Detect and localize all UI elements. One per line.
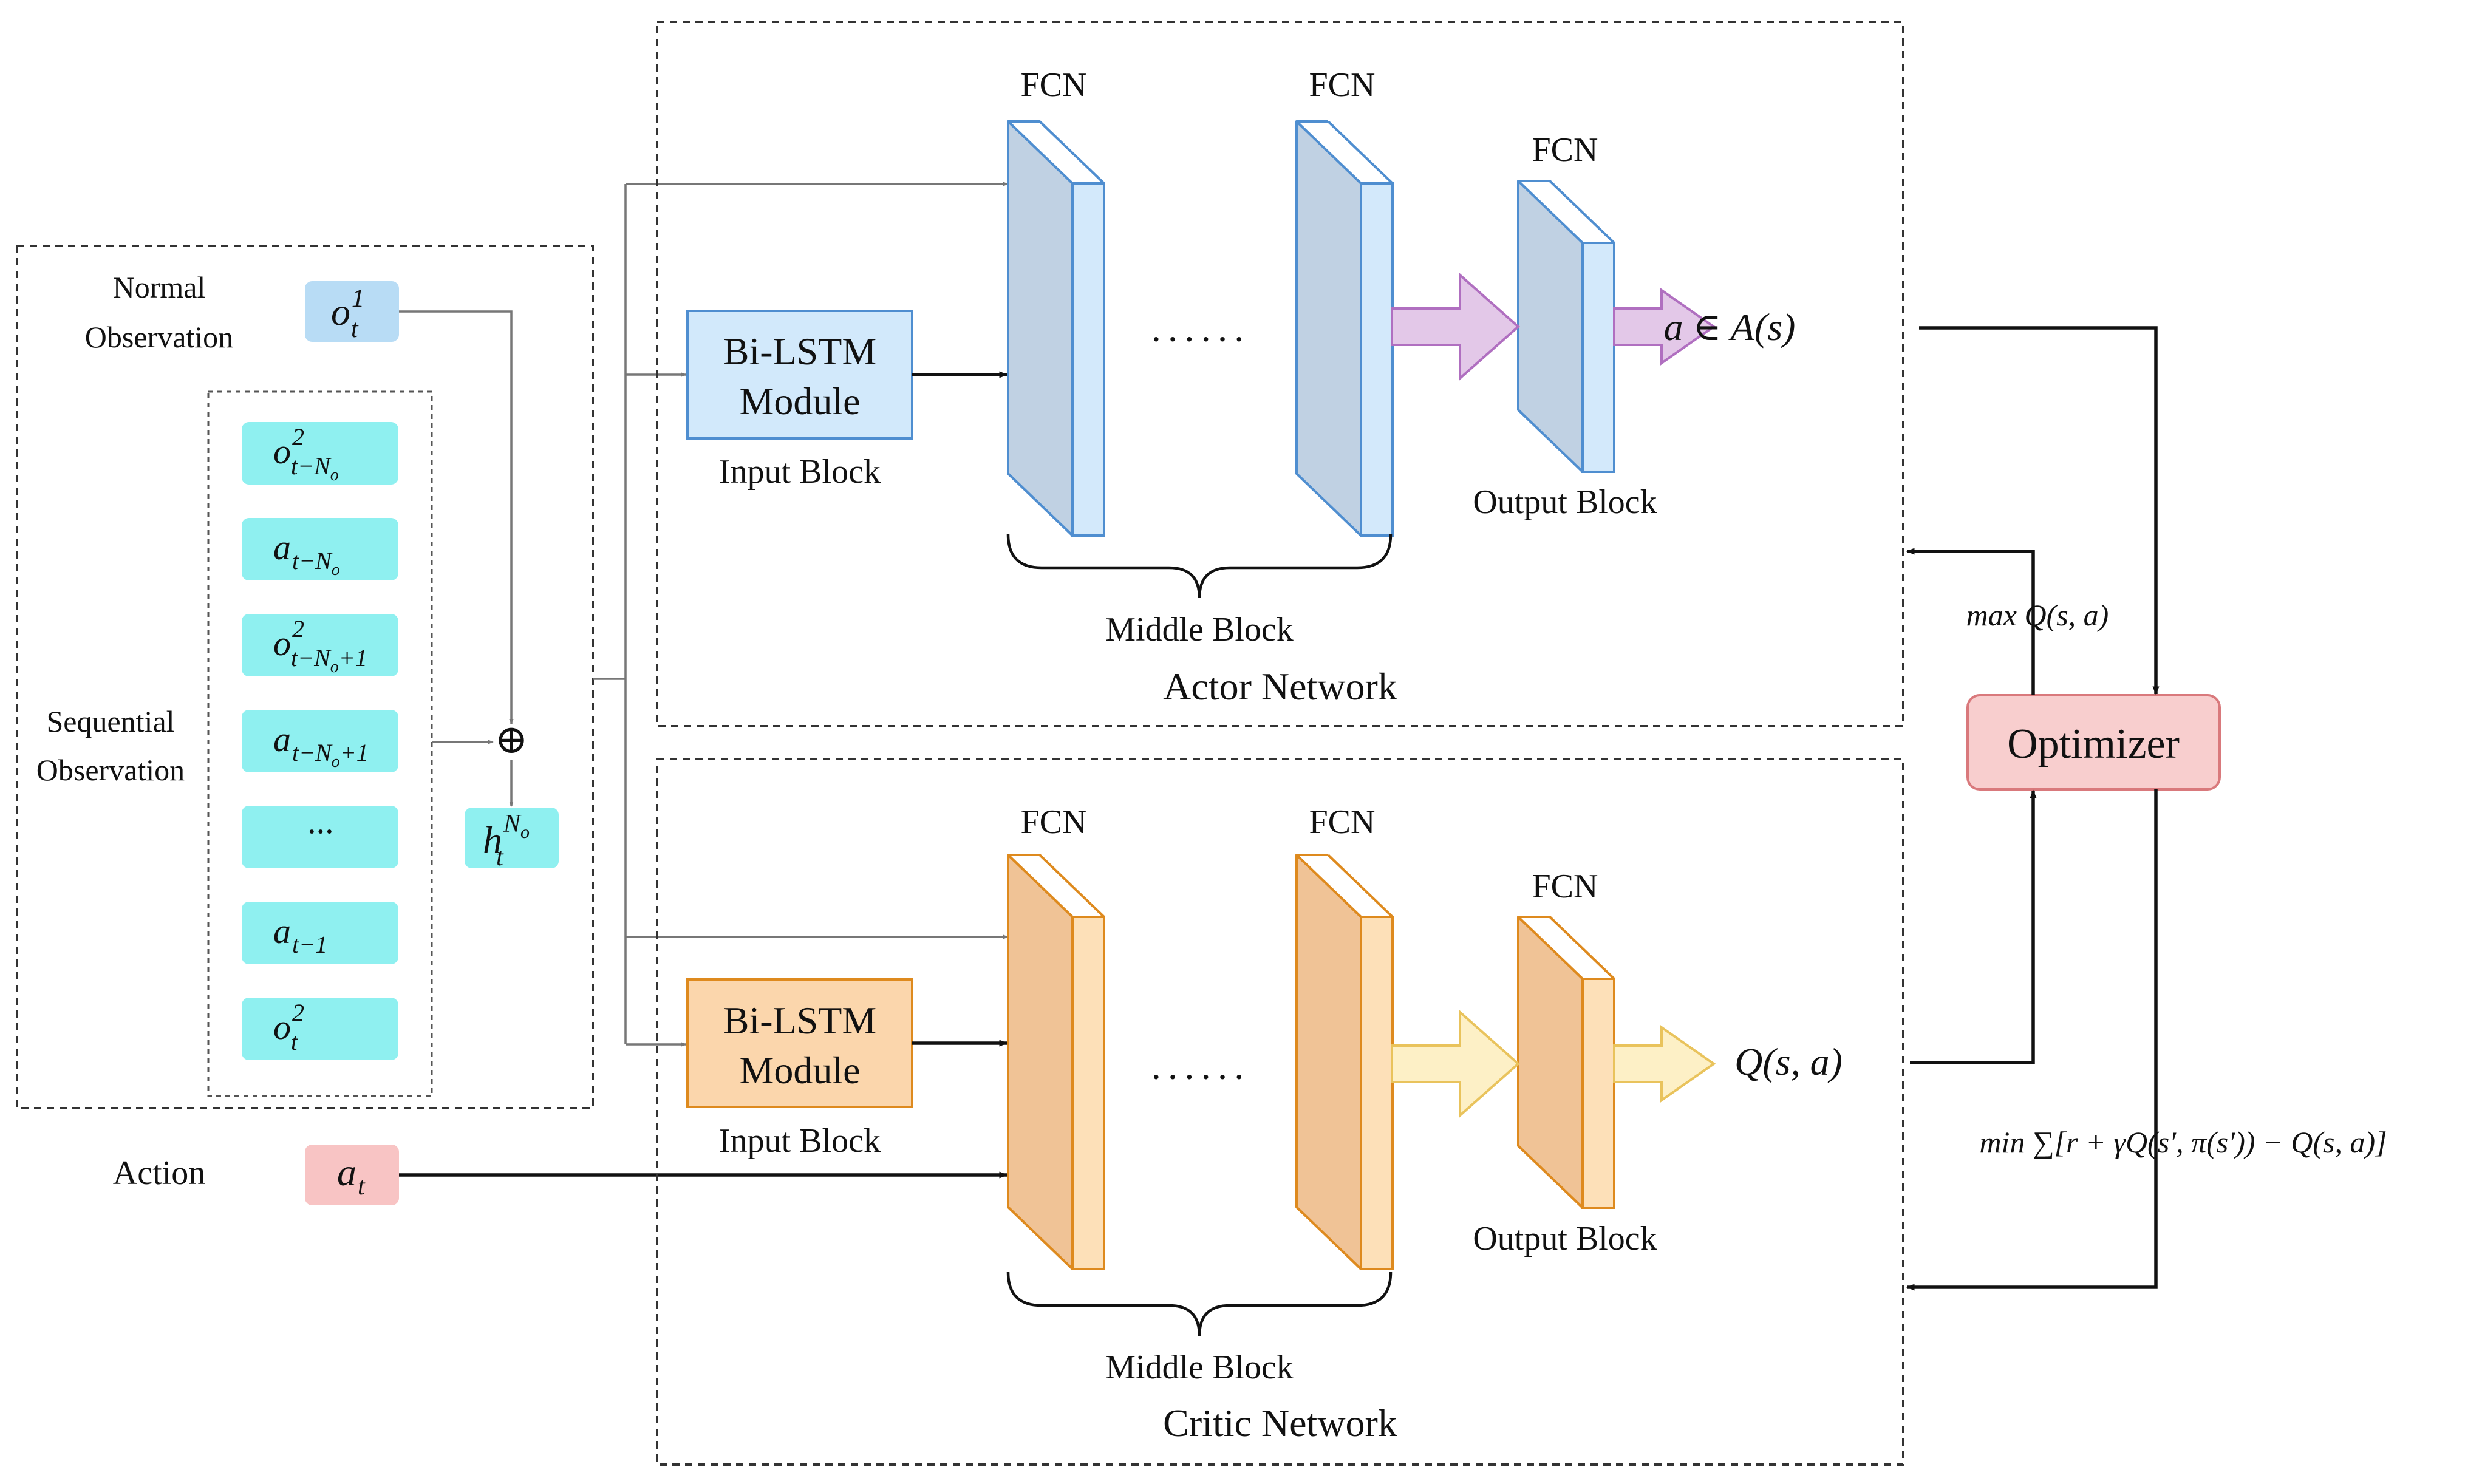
normal-observation-label-2: Observation [85, 320, 233, 354]
a-t-node: at [305, 1145, 399, 1205]
sequence-item-pill [242, 614, 398, 676]
fcn-face-side [1071, 916, 1105, 1270]
sequence-item-pill [242, 998, 398, 1060]
concat-plus-symbol: ⊕ [494, 718, 528, 762]
sequence-item-pill [242, 422, 398, 485]
sequential-observation-label-2: Observation [36, 753, 185, 787]
fcn-edge-top-back [1549, 180, 1615, 244]
actor-block-arrow-1 [1391, 272, 1521, 381]
optimizer-to-actor-update-line [1906, 548, 2035, 695]
actor-fcn-2-label: FCN [1309, 66, 1376, 104]
fcn-face-front [1295, 120, 1362, 537]
fcn-edge-top-back [1327, 120, 1394, 185]
actor-fcn-layer-1 [1007, 120, 1105, 537]
sequence-item-symbol: ··· [307, 812, 333, 851]
sequence-item-pill [242, 902, 398, 964]
critic-block-arrow-2 [1613, 1025, 1716, 1103]
sequence-item-pill [242, 710, 398, 772]
fcn-face-side [1360, 916, 1394, 1270]
sequence-item-pill [242, 806, 398, 868]
critic-block-arrow-1 [1391, 1009, 1521, 1118]
actor-bilstm-module [686, 310, 913, 440]
o-t1-to-concat-line [399, 310, 514, 724]
actor-middle-brace [1006, 534, 1393, 599]
fcn-face-front [1007, 854, 1074, 1270]
actor-fcn-1-label: FCN [1021, 66, 1087, 104]
actor-fcn-out-label: FCN [1532, 131, 1598, 169]
critic-network-title: Critic Network [1163, 1401, 1397, 1445]
fcn-face-front [1517, 916, 1584, 1209]
critic-output-block-label: Output Block [1473, 1220, 1657, 1258]
actor-fcn-layer-2 [1295, 120, 1394, 537]
actor-input-block-label: Input Block [719, 453, 881, 491]
fcn-face-side [1360, 182, 1394, 537]
critic-middle-dots: ······ [1150, 1055, 1249, 1098]
action-label: Action [113, 1154, 205, 1192]
optimizer-to-critic-update-line [1906, 789, 2158, 1291]
critic-network-frame [656, 758, 1904, 1466]
actor-output-to-optimizer-line [1919, 326, 2160, 695]
critic-fcn-output-layer [1517, 916, 1615, 1209]
optimizer-box [1966, 694, 2221, 791]
fcn-face-side [1071, 182, 1105, 537]
fcn-face-front [1295, 854, 1362, 1270]
critic-fcn-layer-2 [1295, 854, 1394, 1270]
critic-middle-block-label: Middle Block [1105, 1349, 1294, 1386]
sequence-item-pill [242, 518, 398, 580]
actor-bilstm-label-1: Bi-LSTM [723, 330, 876, 373]
a-t-symbol: at [337, 1151, 366, 1200]
input-panel-frame [16, 245, 594, 1109]
actor-fcn-output-layer [1517, 180, 1615, 473]
critic-bilstm-label-1: Bi-LSTM [723, 999, 876, 1042]
optimizer-label: Optimizer [2007, 721, 2180, 768]
actor-objective-label: max Q(s, a) [1966, 598, 2109, 632]
fcn-face-side [1581, 242, 1615, 473]
actor-bilstm-label-2: Module [739, 380, 860, 423]
sequential-panel-frame [207, 390, 433, 1097]
fcn-face-front [1007, 120, 1074, 537]
critic-output-formula: Q(s, a) [1734, 1040, 1843, 1083]
sequence-item-symbol: at−1 [273, 911, 327, 958]
state-bus-line [593, 184, 627, 1044]
actor-block-arrow-2 [1613, 288, 1716, 366]
critic-input-block-label: Input Block [719, 1122, 881, 1160]
critic-middle-brace [1006, 1271, 1393, 1336]
sequential-observation-label-1: Sequential [46, 704, 174, 738]
critic-bilstm-module [686, 978, 913, 1108]
actor-output-block-label: Output Block [1473, 483, 1657, 521]
sequence-item-symbol: at−No [273, 528, 340, 579]
fcn-edge-top-back [1038, 120, 1105, 185]
actor-middle-dots: ······ [1150, 318, 1249, 361]
actor-network-title: Actor Network [1163, 665, 1397, 708]
actor-output-formula: a ∈ A(s) [1664, 305, 1796, 349]
critic-bilstm-label-2: Module [739, 1049, 860, 1092]
fcn-face-side [1581, 978, 1615, 1209]
critic-objective-label: min ∑[r + γQ(s′, π(s′)) − Q(s, a)] [1979, 1125, 2387, 1159]
fcn-face-front [1517, 180, 1584, 473]
critic-output-to-optimizer-line [1910, 789, 2037, 1064]
sequence-item-symbol: at−No+1 [273, 720, 369, 771]
fcn-edge-top-back [1327, 854, 1394, 918]
critic-fcn-1-label: FCN [1021, 803, 1087, 841]
critic-fcn-2-label: FCN [1309, 803, 1376, 841]
fcn-edge-top-back [1549, 916, 1615, 980]
actor-middle-block-label: Middle Block [1105, 611, 1294, 648]
critic-fcn-layer-1 [1007, 854, 1105, 1270]
normal-observation-label-1: Normal [113, 270, 206, 304]
actor-network-frame [656, 21, 1904, 727]
fcn-edge-top-back [1038, 854, 1105, 918]
critic-fcn-out-label: FCN [1532, 868, 1598, 905]
